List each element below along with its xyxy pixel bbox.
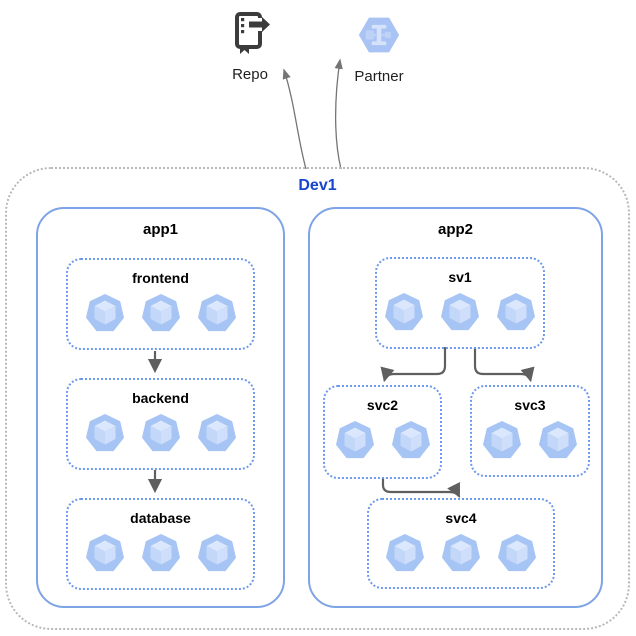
app2-title: app2 xyxy=(437,221,473,238)
pod-icon xyxy=(482,421,522,459)
pod-group-sv1 xyxy=(384,293,536,331)
container-app2: app2 sv1 svc2 xyxy=(308,207,603,608)
partner-hexagon-icon xyxy=(348,13,410,62)
boundary-dev1: Dev1 xyxy=(5,167,630,630)
pod-icon xyxy=(440,293,480,331)
pod-icon xyxy=(85,294,125,332)
pod-group-backend xyxy=(85,414,237,452)
service-backend-title: backend xyxy=(132,390,189,406)
pod-icon xyxy=(141,294,181,332)
pod-icon xyxy=(496,293,536,331)
service-frontend-title: frontend xyxy=(132,270,189,286)
partner-label: Partner xyxy=(354,68,404,85)
edge-dev1-partner xyxy=(334,58,343,170)
pod-icon xyxy=(391,421,431,459)
service-svc4: svc4 xyxy=(367,498,555,589)
pod-group-svc4 xyxy=(385,534,537,572)
edge-dev1-repo xyxy=(282,68,307,170)
source-repository-icon xyxy=(222,11,278,60)
service-svc3-title: svc3 xyxy=(514,397,546,413)
service-sv1-title: sv1 xyxy=(448,269,472,285)
pod-icon xyxy=(197,414,237,452)
service-sv1: sv1 xyxy=(375,257,545,349)
pod-icon xyxy=(85,414,125,452)
boundary-dev1-label: Dev1 xyxy=(298,177,337,194)
service-svc4-title: svc4 xyxy=(445,510,477,526)
service-backend: backend xyxy=(66,378,255,470)
pod-icon xyxy=(538,421,578,459)
pod-icon xyxy=(141,534,181,572)
pod-icon xyxy=(141,414,181,452)
pod-icon xyxy=(335,421,375,459)
service-svc2-title: svc2 xyxy=(366,397,399,413)
pod-icon xyxy=(197,534,237,572)
pod-icon xyxy=(385,534,425,572)
pod-icon xyxy=(497,534,537,572)
service-database-title: database xyxy=(130,510,191,526)
repo-label: Repo xyxy=(232,66,268,83)
pod-group-database xyxy=(85,534,237,572)
pod-icon xyxy=(85,534,125,572)
node-partner: Partner xyxy=(348,13,410,85)
app1-title: app1 xyxy=(142,221,178,238)
node-repo: Repo xyxy=(222,11,278,83)
pod-group-svc2 xyxy=(335,421,431,459)
pod-group-svc3 xyxy=(482,421,578,459)
service-frontend: frontend xyxy=(66,258,255,350)
pod-group-frontend xyxy=(85,294,237,332)
container-app1: app1 frontend backend xyxy=(36,207,285,608)
pod-icon xyxy=(197,294,237,332)
pod-icon xyxy=(384,293,424,331)
service-svc3: svc3 xyxy=(470,385,590,477)
service-svc2: svc2 xyxy=(323,385,442,479)
service-database: database xyxy=(66,498,255,590)
pod-icon xyxy=(441,534,481,572)
